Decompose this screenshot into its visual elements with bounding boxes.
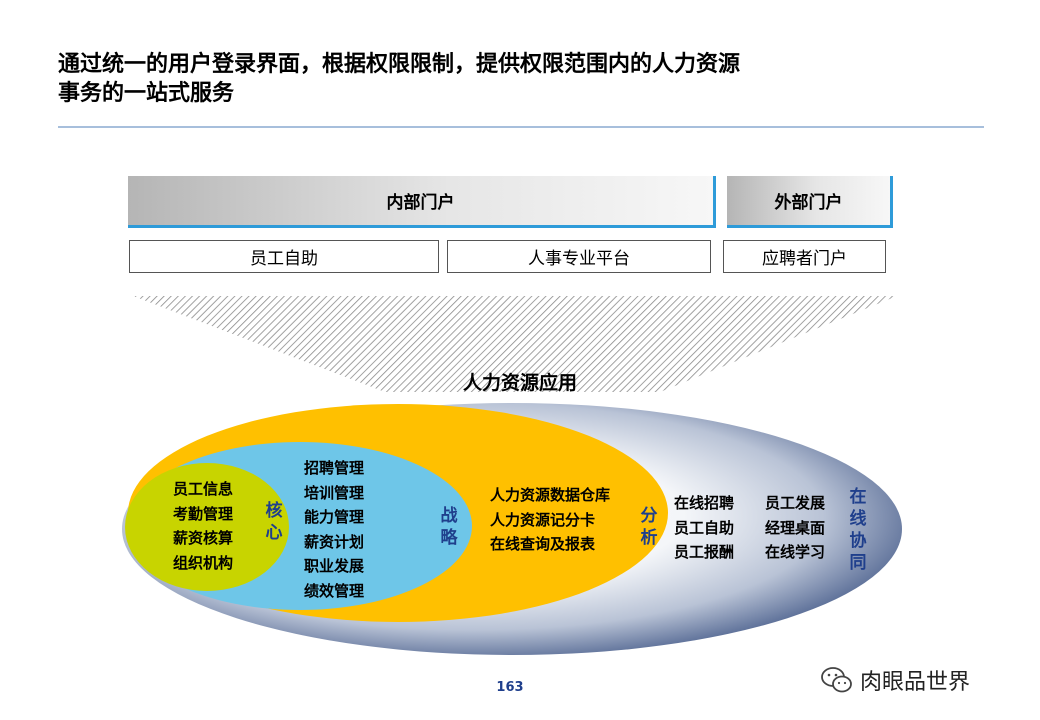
- strategy-item: 培训管理: [304, 483, 365, 502]
- hr-platform-box: 人事专业平台: [447, 240, 711, 273]
- strategy-item: 绩效管理: [304, 581, 365, 600]
- external-portal-header: 外部门户: [727, 176, 893, 228]
- strategy-item: 薪资计划: [304, 532, 365, 551]
- strategy-label: 战略: [440, 506, 458, 548]
- title-line-2: 事务的一站式服务: [58, 81, 235, 106]
- internal-portal-header: 内部门户: [128, 176, 716, 228]
- watermark: 肉眼品世界: [820, 664, 970, 696]
- core-item: 薪资核算: [173, 529, 234, 547]
- strategy-items: 招聘管理 培训管理 能力管理 薪资计划 职业发展 绩效管理: [304, 456, 364, 603]
- analysis-label: 分析: [640, 506, 658, 548]
- title-line-1: 通过统一的用户登录界面，根据权限限制，提供权限范围内的人力资源: [58, 52, 741, 77]
- collab-items-col1: 在线招聘 员工自助 员工报酬: [674, 491, 734, 565]
- core-item: 组织机构: [173, 553, 234, 572]
- recruit-portal-box: 应聘者门户: [723, 240, 886, 273]
- strategy-item: 招聘管理: [304, 459, 365, 477]
- hr-apps-title: 人力资源应用: [462, 372, 577, 394]
- collab-item: 在线招聘: [674, 494, 735, 512]
- collab-item: 员工自助: [674, 518, 735, 537]
- strategy-item: 职业发展: [304, 557, 365, 575]
- collab-item: 员工发展: [765, 494, 826, 512]
- funnel-hatch: [133, 296, 897, 392]
- analysis-items: 人力资源数据仓库 人力资源记分卡 在线查询及报表: [490, 483, 610, 557]
- collab-label: 在线协同: [849, 487, 867, 573]
- collab-item: 在线学习: [765, 543, 826, 561]
- core-ellipse: [125, 463, 289, 591]
- core-label: 核心: [265, 501, 283, 543]
- core-item: 员工信息: [173, 480, 234, 498]
- collab-items-col2: 员工发展 经理桌面 在线学习: [765, 491, 825, 565]
- watermark-text: 肉眼品世界: [860, 670, 971, 695]
- strategy-item: 能力管理: [304, 508, 365, 526]
- title-divider: [58, 126, 984, 128]
- wechat-icon: [821, 667, 852, 693]
- analysis-item: 在线查询及报表: [490, 535, 596, 553]
- analysis-item: 人力资源记分卡: [490, 510, 596, 529]
- core-items: 员工信息 考勤管理 薪资核算 组织机构: [173, 477, 233, 575]
- collab-item: 员工报酬: [674, 543, 735, 561]
- page-title: 通过统一的用户登录界面，根据权限限制，提供权限范围内的人力资源 事务的一站式服务: [58, 50, 958, 108]
- core-item: 考勤管理: [173, 504, 234, 523]
- employee-self-service-box: 员工自助: [129, 240, 439, 273]
- analysis-item: 人力资源数据仓库: [490, 486, 611, 504]
- page-number: 163: [496, 680, 524, 695]
- collab-item: 经理桌面: [765, 518, 826, 537]
